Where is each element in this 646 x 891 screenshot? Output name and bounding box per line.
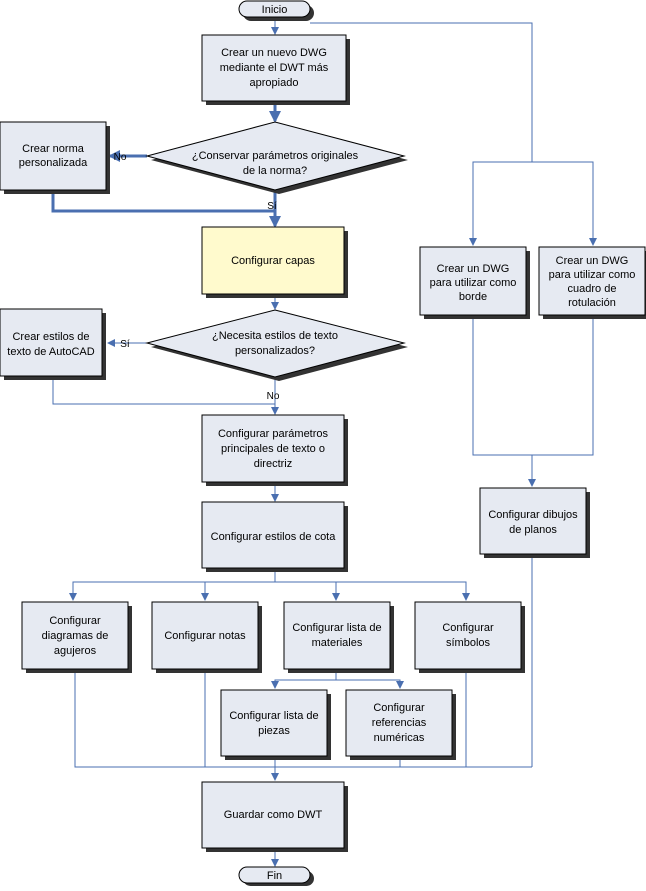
node-config-parametros-line-2: principales de texto o [221,443,325,455]
node-crear-norma-line-2: personalizada [19,157,88,169]
node-config-agujeros-line-1: Configurar [49,615,101,627]
node-crear-dwg: Crear un nuevo DWG mediante el DWT más a… [201,34,350,105]
edge-norma-back [51,192,275,213]
node-config-simbolos: Configurar símbolos [414,601,525,673]
node-config-notas: Configurar notas [151,601,262,673]
edge-cota-agujeros [69,570,276,601]
node-crear-estilos-line-2: texto de AutoCAD [7,346,94,358]
node-necesita-estilos-line-1: ¿Necesita estilos de texto [212,330,338,342]
node-crear-norma-line-1: Crear norma [22,143,85,155]
edge-right-merge [472,317,594,456]
node-guardar: Guardar como DWT [201,781,348,852]
node-crear-cuadro-line-3: cuadro de [568,283,617,295]
node-configurar-capas-label: Configurar capas [231,255,315,267]
edge-cota-simbolos [275,581,470,601]
node-config-materiales-line-1: Configurar lista de [292,622,381,634]
node-conservar-line-2: de la norma? [243,165,307,177]
node-config-referencias-line-1: Configurar [373,702,425,714]
node-crear-cuadro-line-4: rotulación [568,297,616,309]
node-configurar-capas: Configurar capas [201,226,348,298]
node-config-referencias: Configurar referencias numéricas [345,689,456,760]
node-crear-cuadro-line-2: para utilizar como [549,269,636,281]
node-config-piezas: Configurar lista de piezas [220,689,331,760]
node-crear-borde-line-2: para utilizar como [430,277,517,289]
node-crear-borde: Crear un DWG para utilizar como borde [419,246,530,319]
node-config-cota-label: Configurar estilos de cota [211,531,337,543]
node-conservar-line-1: ¿Conservar parámetros originales [192,150,359,162]
node-config-parametros-line-3: directriz [254,458,293,470]
node-config-notas-label: Configurar notas [164,630,246,642]
edge-label-no-1: No [114,152,127,163]
node-config-piezas-line-1: Configurar lista de [229,710,318,722]
node-config-agujeros-line-2: diagramas de [42,630,109,642]
node-crear-borde-line-1: Crear un DWG [437,263,510,275]
node-config-planos-line-1: Configurar dibujos [488,509,578,521]
node-config-referencias-line-2: referencias [372,717,427,729]
node-config-simbolos-line-1: Configurar [442,622,494,634]
edge-materiales-piezas [271,670,337,689]
node-config-agujeros-line-3: agujeros [54,645,97,657]
node-config-cota: Configurar estilos de cota [201,501,348,572]
node-crear-cuadro-line-1: Crear un DWG [556,255,629,267]
node-config-simbolos-line-2: símbolos [446,637,491,649]
node-crear-dwg-line-1: Crear un nuevo DWG [221,47,327,59]
node-config-planos-line-2: de planos [509,524,557,536]
node-config-parametros: Configurar parámetros principales de tex… [201,414,348,486]
node-crear-dwg-line-2: mediante el DWT más [220,62,329,74]
node-fin-label: Fin [267,870,282,882]
edge-estilos-back [52,378,275,405]
node-config-parametros-line-1: Configurar parámetros [218,428,329,440]
edge-label-si-1: Sí [267,201,277,212]
node-inicio-label: Inicio [262,4,288,16]
node-necesita-estilos-line-2: personalizados? [235,345,315,357]
edge-inicio-cuadro [532,161,597,246]
node-inicio: Inicio [238,0,314,21]
node-necesita-estilos: ¿Necesita estilos de texto personalizado… [145,309,408,381]
node-config-piezas-line-2: piezas [258,725,290,737]
node-config-planos: Configurar dibujos de planos [479,487,590,558]
node-config-materiales: Configurar lista de materiales [283,601,394,673]
node-crear-estilos-line-1: Crear estilos de [12,331,89,343]
node-config-referencias-line-3: numéricas [374,732,425,744]
edge-label-no-2: No [267,391,280,402]
node-crear-norma: Crear norma personalizada [0,121,110,194]
node-crear-cuadro: Crear un DWG para utilizar como cuadro d… [538,246,646,319]
node-config-materiales-line-2: materiales [312,637,363,649]
node-guardar-label: Guardar como DWT [224,809,323,821]
node-conservar: ¿Conservar parámetros originales de la n… [145,121,408,194]
node-crear-dwg-line-3: apropiado [250,77,299,89]
node-fin: Fin [238,866,314,886]
edge-label-si-2: Sí [120,339,130,350]
node-crear-borde-line-3: borde [459,291,487,303]
edge-merge-bottom [74,670,532,768]
node-crear-estilos: Crear estilos de texto de AutoCAD [0,308,106,380]
node-config-agujeros: Configurar diagramas de agujeros [21,601,132,673]
edge-materiales-referencias [336,679,404,689]
